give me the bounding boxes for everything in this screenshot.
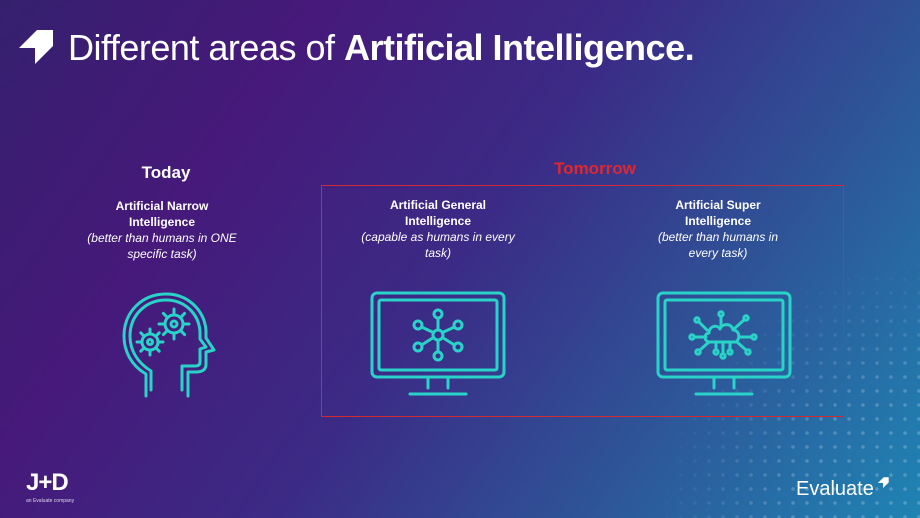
tomorrow-heading: Tomorrow — [554, 159, 636, 178]
general-ai-block: Artificial General Intelligence (capable… — [348, 197, 528, 261]
narrow-ai-desc-1: (better than humans in ONE — [87, 231, 237, 245]
brain-gears-icon — [122, 292, 216, 398]
super-ai-name-1: Artificial Super — [675, 198, 761, 212]
title-bold: Artificial Intelligence. — [344, 27, 695, 68]
narrow-ai-desc-2: specific task) — [127, 247, 197, 261]
jd-brand-logo: J+D an Evaluate company — [26, 469, 86, 505]
general-ai-desc-1: (capable as humans in every — [361, 230, 515, 244]
super-ai-name-2: Intelligence — [684, 214, 752, 228]
narrow-ai-name-2: Intelligence — [128, 215, 196, 229]
narrow-ai-block: Artificial Narrow Intelligence (better t… — [72, 198, 252, 262]
evaluate-brand-logo: Evaluate — [796, 476, 890, 501]
monitor-cloud-icon — [656, 291, 792, 396]
super-ai-desc-2: every task) — [688, 246, 748, 260]
monitor-network-icon — [370, 291, 506, 396]
evaluate-logo-text: Evaluate — [796, 478, 874, 500]
tomorrow-frame — [321, 185, 844, 417]
evaluate-logo-icon — [19, 30, 53, 64]
general-ai-name-1: Artificial General — [389, 198, 487, 212]
title-light: Different areas of — [68, 27, 344, 68]
slide-title: Different areas of Artificial Intelligen… — [68, 26, 695, 70]
general-ai-desc-2: task) — [424, 246, 451, 260]
narrow-ai-name-1: Artificial Narrow — [115, 199, 209, 213]
jd-logo-subtext: an Evaluate company — [26, 498, 75, 504]
super-ai-block: Artificial Super Intelligence (better th… — [628, 197, 808, 261]
general-ai-name-2: Intelligence — [404, 214, 472, 228]
evaluate-mark-icon — [877, 476, 889, 488]
jd-logo-text: J+D — [26, 469, 69, 496]
super-ai-desc-1: (better than humans in — [657, 230, 779, 244]
today-heading: Today — [141, 163, 191, 182]
